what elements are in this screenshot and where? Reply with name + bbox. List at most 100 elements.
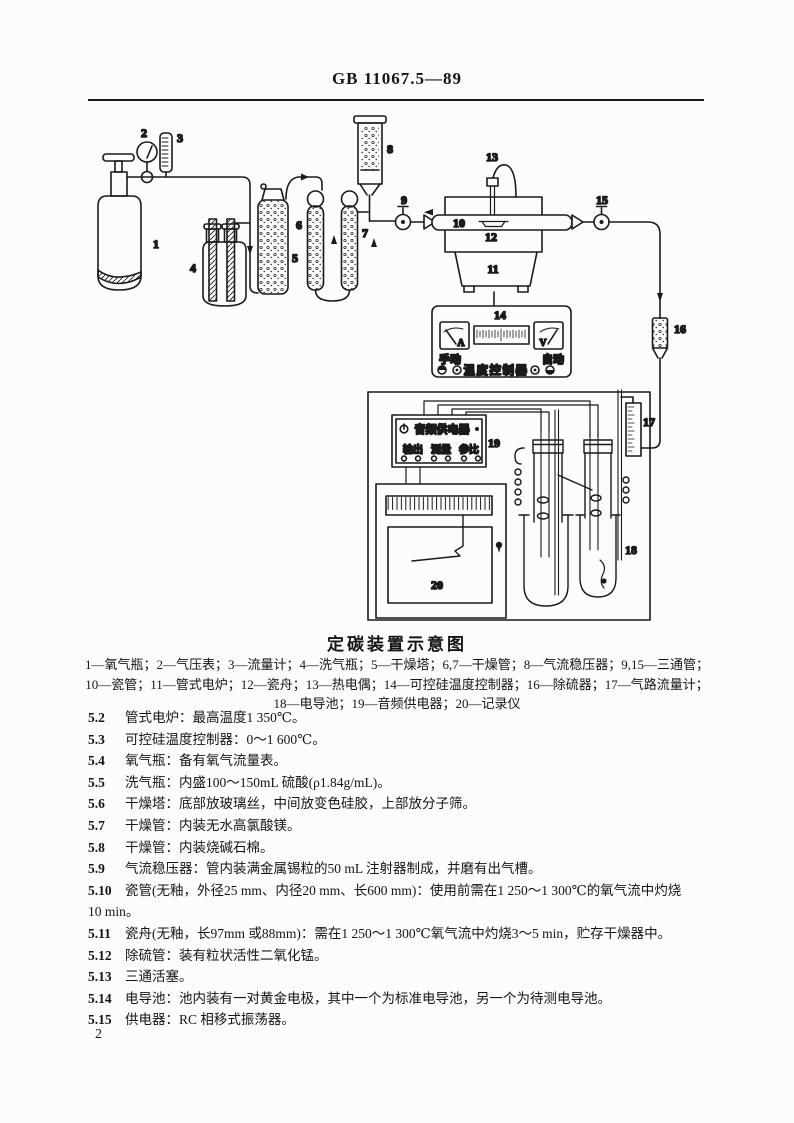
flow-stabilizer: 8 xyxy=(353,115,394,222)
apparatus-schematic: 1 2 3 4 5 xyxy=(97,115,687,621)
clause-5-4: 5.4 氧气瓶：备有氧气流量表。 xyxy=(88,750,728,772)
clause-number: 5.10 xyxy=(88,882,112,898)
clause-number: 5.9 xyxy=(88,861,105,877)
clause-5-2: 5.2 管式电炉：最高温度1 350℃。 xyxy=(88,707,728,729)
reference-label: 参比 xyxy=(459,443,479,456)
clause-number: 5.5 xyxy=(88,774,105,790)
clause-5-12: 5.12 除硫管：装有粒状活性二氧化锰。 xyxy=(88,945,728,967)
part-label-4: 4 xyxy=(190,261,196,275)
gas-path-flowmeter: 17 xyxy=(620,396,656,457)
page-number: 2 xyxy=(95,1027,102,1042)
clause-text: 氧气瓶：备有氧气流量表。 xyxy=(125,753,287,769)
instrument-box xyxy=(367,391,651,621)
part-label-14: 14 xyxy=(494,308,506,322)
voltmeter: V xyxy=(533,321,564,350)
part-label-18: 18 xyxy=(625,543,637,557)
tube-furnace: 11 xyxy=(444,196,543,306)
clause-text: 干燥塔：底部放玻璃丝，中间放变色硅胶，上部放分子筛。 xyxy=(125,796,476,812)
standard-code: GB 11067.5—89 xyxy=(331,69,463,88)
clause-5-5: 5.5 洗气瓶：内盛100～150mL 硫酸(ρ1.84g/mL)。 xyxy=(88,772,728,794)
ammeter: A xyxy=(439,321,470,350)
part-label-20: 20 xyxy=(431,578,443,592)
clause-text: 供电器：RC 相移式振荡器。 xyxy=(125,1012,295,1028)
desulfurizer: 16 xyxy=(640,317,687,449)
clause-number: 5.4 xyxy=(88,753,105,769)
figure-legend: 1—氧气瓶；2—气压表；3—流量计；4—洗气瓶；5—干燥塔；6,7—干燥管；8—… xyxy=(0,655,794,714)
scale-window xyxy=(473,325,530,345)
part-label-13: 13 xyxy=(486,150,498,164)
part-label-3: 3 xyxy=(177,131,183,145)
clause-text: 除硫管：装有粒状活性二氧化锰。 xyxy=(125,947,328,963)
conductivity-cells: 18 xyxy=(514,389,638,607)
three-way-valve-15: 15 xyxy=(582,192,663,319)
drying-tube-6: 6 xyxy=(295,190,325,291)
clause-text: 管式电炉：最高温度1 350℃。 xyxy=(125,710,306,725)
clause-text: 瓷管(无釉，外径25 mm、内径20 mm、长600 mm)：使用前需在1 25… xyxy=(125,882,682,898)
part-label-2: 2 xyxy=(141,126,147,140)
flowmeter-small: 3 xyxy=(159,130,184,178)
clause-number: 5.6 xyxy=(88,796,105,812)
clause-number: 5.15 xyxy=(88,1012,112,1028)
part-label-15: 15 xyxy=(596,193,608,207)
clause-text: 气流稳压器：管内装满金属锡粒的50 mL 注射器制成，并磨有出气槽。 xyxy=(125,861,542,877)
output-label: 输出 xyxy=(403,443,423,456)
recorder: 20 xyxy=(375,483,507,619)
clause-number: 5.12 xyxy=(88,947,112,963)
drying-tower: 5 xyxy=(257,173,323,295)
three-way-valve-9: 9 xyxy=(368,192,425,231)
thermocouple: 13 xyxy=(485,149,517,216)
clause-text: 洗气瓶：内盛100～150mL 硫酸(ρ1.84g/mL)。 xyxy=(125,774,391,790)
audio-panel-knobs xyxy=(400,455,482,462)
meter-v-label: V xyxy=(539,338,547,349)
clause-text: 三通活塞。 xyxy=(125,969,193,985)
clause-5-13: 5.13 三通活塞。 xyxy=(88,966,728,988)
audio-panel-title: 音频供电器 xyxy=(415,422,471,436)
part-label-16: 16 xyxy=(674,322,686,336)
clause-number: 5.14 xyxy=(88,990,112,1006)
clause-text: 干燥管：内装烧碱石棉。 xyxy=(125,839,274,855)
legend-line-2: 10—瓷管；11—管式电炉；12—瓷舟；13—热电偶；14—可控硅温度控制器；1… xyxy=(85,676,709,692)
part-label-8: 8 xyxy=(387,142,393,156)
controller-title: 温度控制器 xyxy=(464,363,529,377)
clause-number: 5.7 xyxy=(88,817,105,833)
clause-5-6: 5.6 干燥塔：底部放玻璃丝，中间放变色硅胶，上部放分子筛。 xyxy=(88,793,728,815)
keyhole-icon xyxy=(495,541,503,553)
wash-bottle: 4 xyxy=(189,218,251,307)
header-rule xyxy=(88,99,704,101)
clause-5-15: 5.15 供电器：RC 相移式振荡器。 xyxy=(88,1009,728,1031)
ceramic-tube-10: 10 12 xyxy=(423,209,584,245)
clause-number: 5.8 xyxy=(88,839,105,855)
meter-a-label: A xyxy=(457,338,465,349)
part-label-1: 1 xyxy=(153,237,159,251)
audio-supply-panel: 音频供电器 输出 测量 参比 19 xyxy=(391,414,501,468)
part-label-9: 9 xyxy=(401,193,407,207)
gas-line-left xyxy=(126,176,259,294)
controller-knobs xyxy=(437,365,555,375)
measure-label: 测量 xyxy=(431,443,451,456)
legend-line-3: 18—电导池；19—音频供电器；20—记录仪 xyxy=(273,696,521,711)
clause-number: 5.13 xyxy=(88,969,112,985)
panel-wires xyxy=(405,400,599,485)
legend-line-1: 1—氧气瓶；2—气压表；3—流量计；4—洗气瓶；5—干燥塔；6,7—干燥管；8—… xyxy=(84,657,709,672)
tube-bridge xyxy=(314,211,377,302)
manual-label: 手动 xyxy=(439,352,461,366)
clause-5-9: 5.9 气流稳压器：管内装满金属锡粒的50 mL 注射器制成，并磨有出气槽。 xyxy=(88,858,728,880)
clause-5-10: 5.10 瓷管(无釉，外径25 mm、内径20 mm、长600 mm)：使用前需在… xyxy=(88,880,728,902)
clause-text: 瓷舟(无釉，长97mm 或88mm)：需在1 250～1 300℃氧气流中灼烧3… xyxy=(125,925,672,941)
part-label-6: 6 xyxy=(296,218,302,232)
part-label-10: 10 xyxy=(453,216,465,230)
clause-number: 5.2 xyxy=(88,710,105,725)
clause-5-8: 5.8 干燥管：内装烧碱石棉。 xyxy=(88,837,728,859)
ceramic-boat-12 xyxy=(478,220,509,228)
clause-5-10-continued: 10 min。 xyxy=(88,904,140,920)
part-label-11: 11 xyxy=(487,262,498,276)
oxygen-cylinder: 1 xyxy=(97,153,160,291)
part-label-5: 5 xyxy=(292,251,298,265)
power-icon xyxy=(399,423,409,434)
figure-caption: 定碳装置示意图 xyxy=(327,635,467,654)
